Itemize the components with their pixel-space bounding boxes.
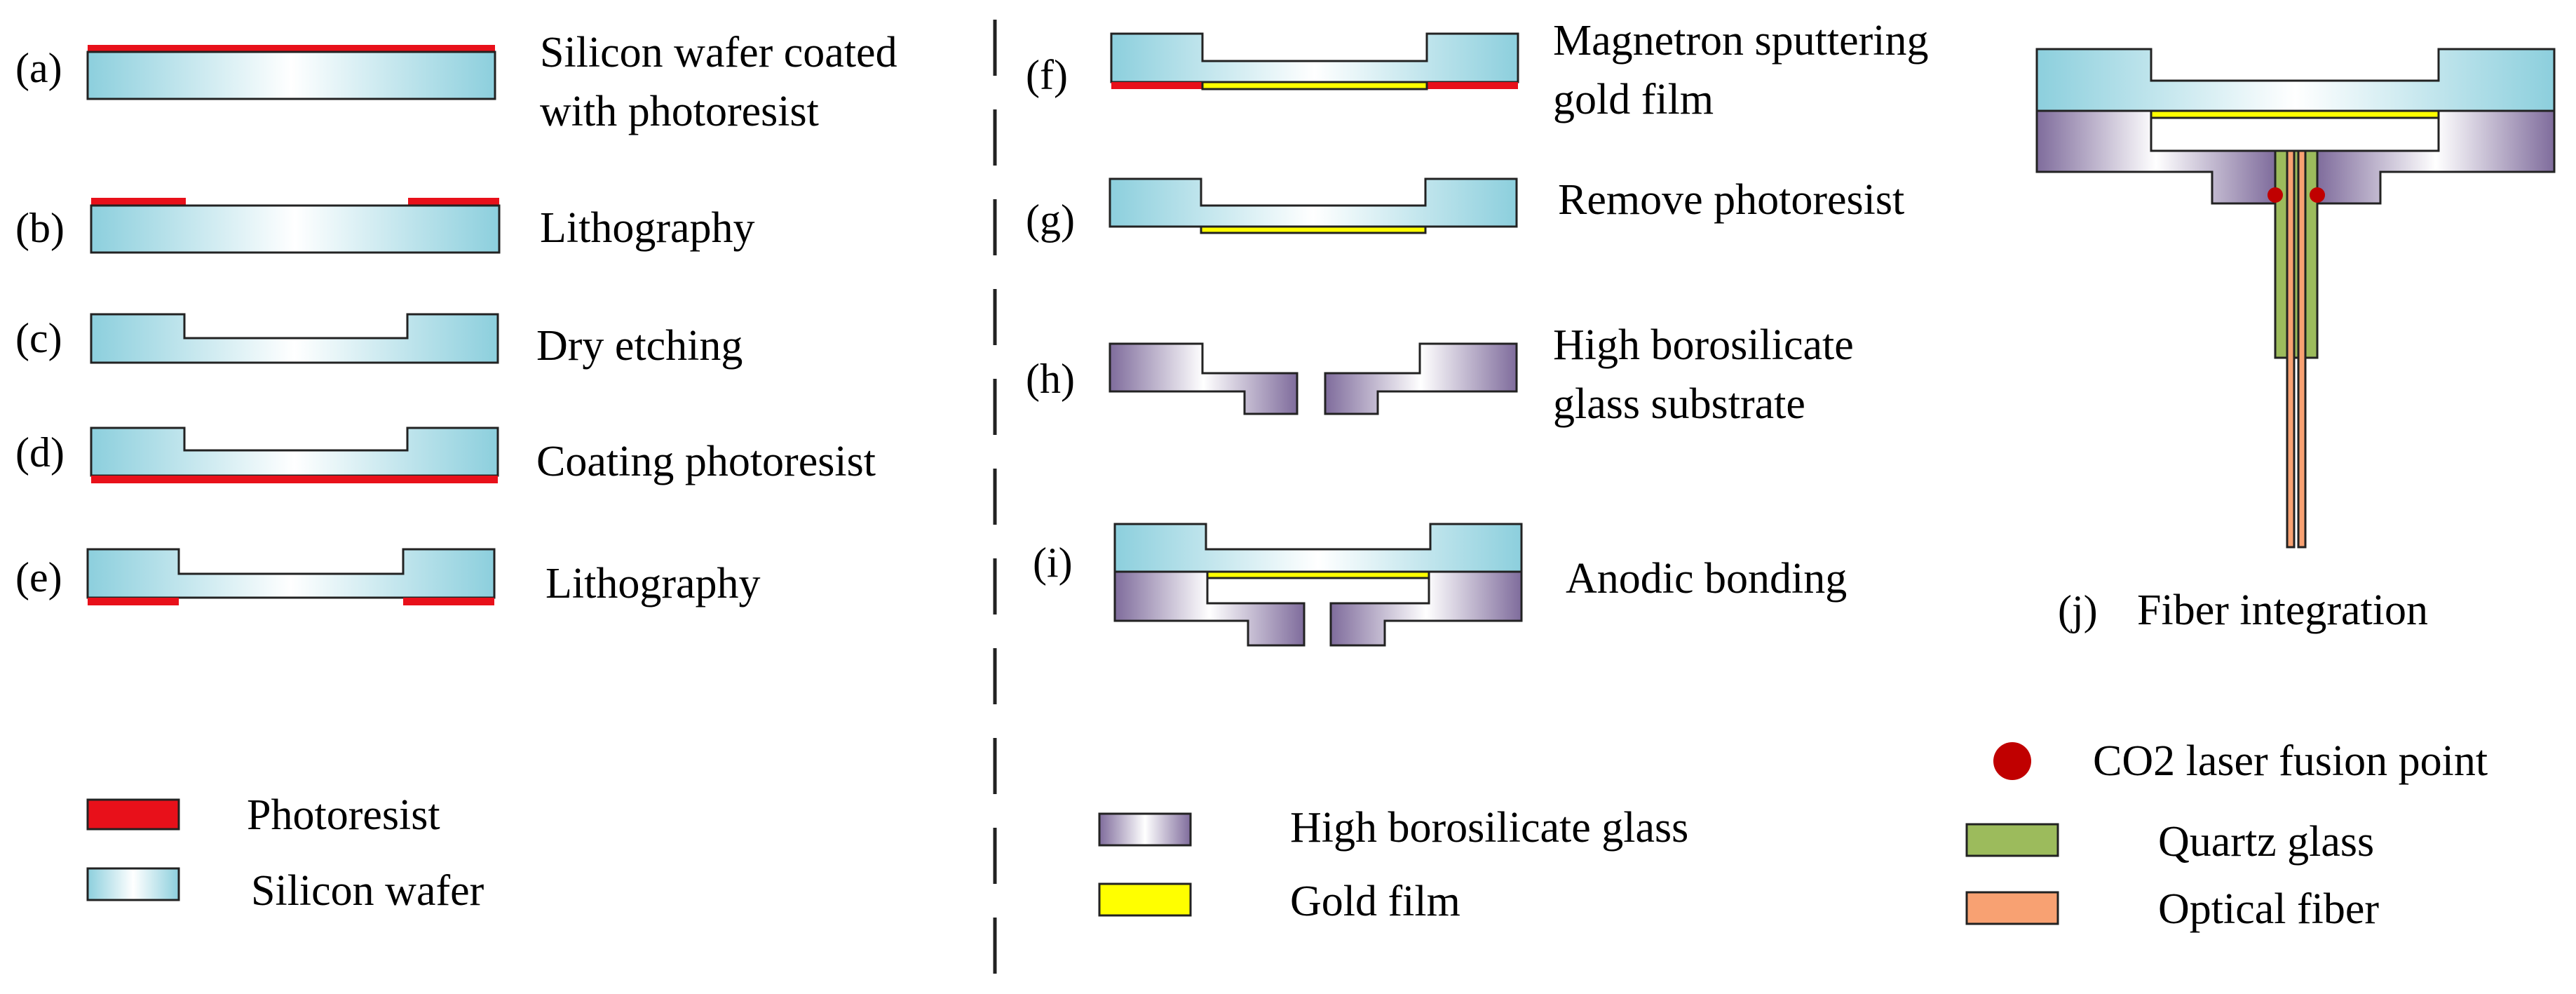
step-a-label-line-1: Silicon wafer coated — [540, 29, 897, 76]
step-a-label-line-2: with photoresist — [540, 88, 819, 135]
step-a-photoresist-layer — [88, 45, 495, 52]
legend-silicon-wafer-swatch — [86, 867, 180, 901]
step-j-glass-substrate-left — [2035, 109, 2277, 205]
step-j-quartz-tube — [2274, 149, 2319, 359]
step-f: (f) Magnetron sputtering gold film — [1026, 17, 1939, 123]
step-i-id: (i) — [1033, 539, 1073, 586]
legend-fusion-point-label: CO2 laser fusion point — [2093, 737, 2488, 785]
step-f-gold-film — [1201, 81, 1428, 90]
step-f-photoresist-right — [1427, 82, 1518, 89]
legend-quartz-glass-label: Quartz glass — [2158, 818, 2374, 866]
step-g-silicon-wafer — [1109, 177, 1518, 228]
step-g-gold-film — [1200, 225, 1427, 234]
step-h-glass-substrate-left — [1109, 342, 1299, 415]
step-c-id: (c) — [15, 315, 62, 361]
step-j-gold-film — [2150, 109, 2440, 119]
legend-gold-film-swatch — [1098, 882, 1192, 917]
step-j: (j) Fiber integration — [2035, 48, 2556, 634]
step-e-photoresist-left — [88, 598, 179, 605]
step-i: (i) Anodic bonding — [1033, 523, 1847, 647]
step-j-silicon-wafer — [2035, 48, 2556, 112]
step-i-label: Anodic bonding — [1566, 555, 1847, 603]
step-j-fusion-point-left — [2267, 187, 2283, 203]
step-c: (c) Dry etching — [15, 313, 743, 370]
step-e-id: (e) — [15, 554, 62, 600]
step-d-silicon-wafer — [90, 427, 499, 477]
legend-photoresist-swatch — [86, 798, 180, 831]
step-a-silicon-wafer — [86, 51, 496, 100]
step-h-label: High borosilicate glass substrate — [1553, 321, 1864, 428]
legend-gold-film-label: Gold film — [1290, 878, 1460, 925]
legend-quartz-glass-swatch — [1965, 823, 2059, 857]
step-e: (e) Lithography — [15, 548, 761, 607]
step-f-photoresist-left — [1111, 82, 1202, 89]
legend-optical-fiber-label: Optical fiber — [2158, 885, 2379, 933]
step-h-glass-substrate-right — [1324, 342, 1518, 415]
step-g-id: (g) — [1026, 196, 1075, 243]
step-h: (h) High borosilicate glass substrate — [1026, 321, 1864, 428]
step-h-label-line-1: High borosilicate — [1553, 321, 1854, 369]
step-f-silicon-wafer — [1110, 32, 1519, 83]
step-j-optical-fiber-right — [2297, 149, 2307, 549]
step-b-id: (b) — [15, 205, 65, 251]
step-i-glass-substrate-left — [1113, 570, 1306, 647]
step-d-photoresist-layer — [91, 476, 498, 483]
step-g-label: Remove photoresist — [1558, 176, 1904, 224]
step-c-etched-silicon-wafer — [90, 313, 499, 364]
step-e-photoresist-right — [403, 598, 494, 605]
step-e-silicon-wafer — [86, 548, 496, 599]
step-f-label-line-1: Magnetron sputtering — [1553, 17, 1929, 65]
step-b-photoresist-left — [91, 198, 186, 206]
step-a-label: Silicon wafer coated with photoresist — [540, 29, 908, 135]
step-j-id: (j) — [2058, 587, 2098, 633]
legend-borosilicate-glass-swatch — [1098, 812, 1192, 847]
step-f-label-line-2: gold film — [1553, 76, 1714, 123]
step-i-gold-film — [1206, 570, 1430, 579]
legend-borosilicate-glass-label: High borosilicate glass — [1290, 804, 1688, 852]
step-j-glass-substrate-right — [2316, 109, 2556, 205]
step-f-id: (f) — [1026, 52, 1068, 98]
legend-silicon-wafer-label: Silicon wafer — [251, 867, 484, 915]
step-b-label: Lithography — [540, 204, 755, 252]
step-a-id: (a) — [15, 45, 62, 91]
step-d-id: (d) — [15, 429, 65, 476]
step-g: (g) Remove photoresist — [1026, 176, 1904, 243]
step-f-label: Magnetron sputtering gold film — [1553, 17, 1939, 123]
step-h-label-line-2: glass substrate — [1553, 380, 1805, 428]
legend-fusion-point-swatch — [1993, 742, 2031, 780]
legend-photoresist-label: Photoresist — [247, 791, 440, 839]
step-b-photoresist-right — [408, 198, 499, 206]
step-c-label: Dry etching — [536, 322, 743, 370]
step-h-id: (h) — [1026, 356, 1075, 402]
step-d: (d) Coating photoresist — [15, 427, 876, 485]
step-e-label: Lithography — [545, 560, 761, 607]
step-j-optical-fiber-left — [2286, 149, 2296, 549]
step-b: (b) Lithography — [15, 198, 755, 254]
step-a: (a) Silicon wafer coated with photoresis… — [15, 29, 908, 135]
step-b-silicon-wafer — [90, 204, 501, 254]
step-j-label: Fiber integration — [2137, 586, 2428, 634]
step-d-label: Coating photoresist — [536, 438, 876, 485]
legend: Photoresist Silicon wafer High borosilic… — [86, 737, 2488, 933]
legend-optical-fiber-swatch — [1965, 891, 2059, 925]
step-i-glass-substrate-right — [1329, 570, 1523, 647]
step-j-fusion-point-right — [2310, 187, 2325, 203]
step-i-silicon-wafer — [1113, 523, 1523, 573]
